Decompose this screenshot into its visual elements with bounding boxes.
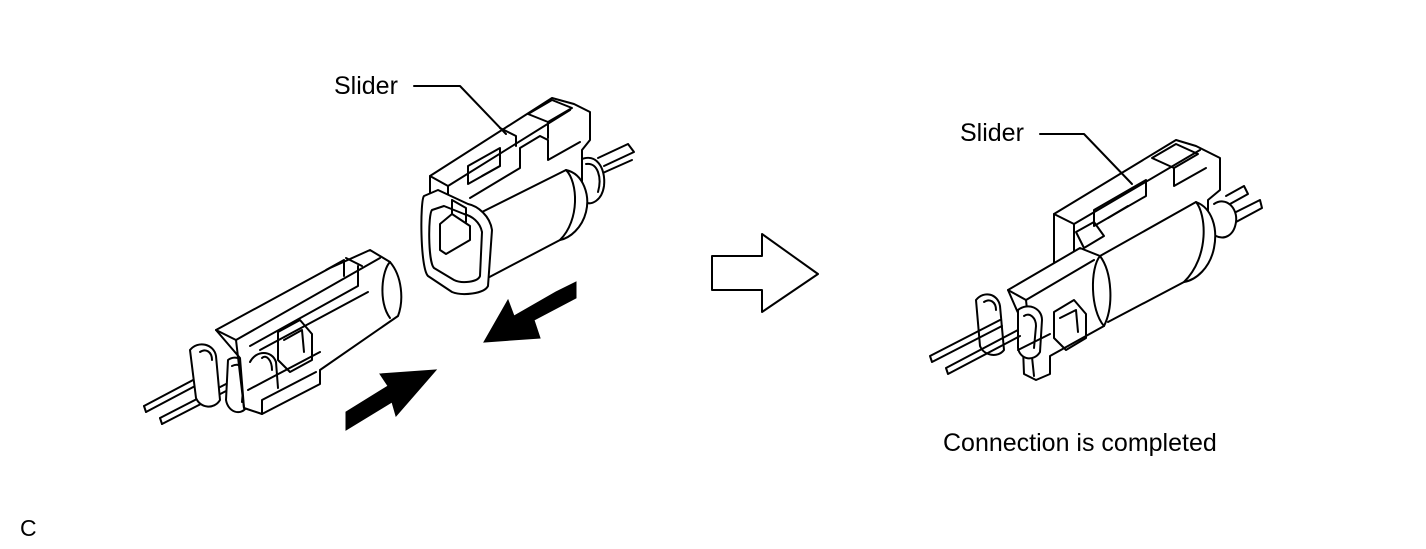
slider-leader-left: [413, 85, 507, 135]
male-connector-left: [143, 249, 403, 425]
solid-black-arrow-icon: [345, 281, 577, 431]
slider-leader-right: [1039, 133, 1133, 185]
slider-label-right: Slider: [960, 119, 1024, 147]
connected-connector-right: [929, 139, 1263, 381]
slider-label-left: Slider: [334, 72, 398, 100]
female-connector-left: [420, 97, 635, 295]
hollow-right-arrow-icon: [711, 233, 819, 313]
connection-completed-caption: Connection is completed: [943, 429, 1217, 457]
figure-marker: C: [20, 515, 37, 541]
